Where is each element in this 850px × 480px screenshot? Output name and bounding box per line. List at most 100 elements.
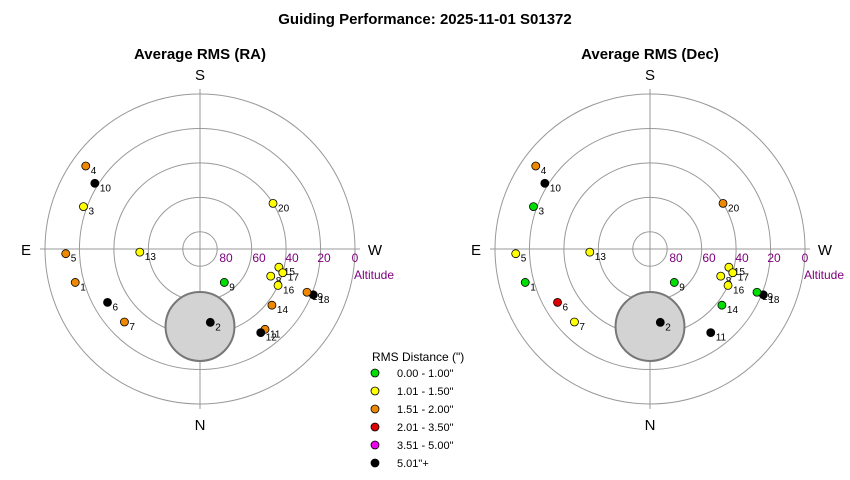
ra-altitude-label: Altitude [354, 268, 394, 282]
ra-data-points: 1234567891011121314151617181920 [61, 161, 330, 344]
dec-data-point [716, 271, 726, 281]
ra-point-label: 5 [71, 254, 77, 265]
legend-item: 2.01 - 3.50" [370, 422, 454, 434]
dec-data-point [655, 317, 665, 327]
dec-point-label: 18 [768, 295, 780, 306]
dec-altitude-tick-0: 0 [802, 251, 809, 265]
ra-plot-title: Average RMS (RA) [134, 46, 266, 63]
dec-point-label: 14 [727, 305, 739, 316]
ra-data-point [256, 328, 266, 337]
ra-point-label: 19 [312, 292, 324, 303]
ra-altitude-tick-60: 60 [252, 251, 266, 265]
legend-item: 5.01"+ [370, 458, 429, 470]
ra-direction-left: E [21, 242, 31, 259]
ra-point-label: 3 [88, 207, 94, 218]
legend: RMS Distance (") 0.00 - 1.00" 1.01 - 1.5… [370, 350, 464, 470]
ra-point-label: 10 [100, 183, 112, 194]
dec-altitude-tick-40: 40 [735, 251, 749, 265]
legend-swatch [370, 386, 380, 396]
ra-point-label: 17 [288, 273, 300, 284]
ra-data-point [79, 202, 88, 211]
ra-data-point [302, 287, 312, 297]
legend-label: 5.01"+ [397, 458, 429, 470]
dec-data-point [752, 287, 762, 297]
dec-altitude-label: Altitude [804, 268, 844, 282]
dec-data-point [553, 297, 562, 307]
dec-altitude-tick-20: 20 [767, 251, 781, 265]
ra-polar-plot: Average RMS (RA) S N E W 80 60 40 20 0 A… [21, 46, 394, 434]
ra-moon-circle [164, 291, 236, 362]
dec-point-label: 7 [579, 322, 585, 333]
dec-polar-plot: Average RMS (Dec) S N E W 80 60 40 20 0 … [471, 46, 844, 434]
legend-label: 1.01 - 1.50" [397, 386, 454, 398]
dec-data-point [529, 202, 538, 211]
dec-moon-circle [614, 291, 686, 362]
ra-point-label: 4 [91, 166, 97, 177]
legend-item: 3.51 - 5.00" [370, 440, 454, 452]
ra-point-label: 12 [266, 333, 278, 344]
dec-direction-left: E [471, 242, 481, 259]
dec-data-point [718, 198, 728, 208]
dec-point-label: 5 [521, 254, 527, 265]
dec-data-point [723, 280, 733, 290]
ra-point-label: 9 [229, 282, 235, 293]
ra-data-point [103, 297, 112, 307]
dec-point-label: 11 [716, 333, 727, 344]
legend-swatch [370, 440, 380, 450]
ra-data-point [61, 249, 71, 259]
ra-direction-bottom: N [195, 417, 206, 434]
ra-data-point [90, 178, 100, 188]
dec-point-label: 19 [762, 292, 774, 303]
ra-point-label: 18 [318, 295, 330, 306]
dec-data-point [717, 300, 727, 310]
dec-point-label: 20 [728, 203, 740, 214]
ra-point-label: 7 [129, 322, 135, 333]
ra-data-point [205, 317, 215, 327]
ra-data-point [266, 271, 276, 281]
dec-data-points: 12345678910111314151617181920 [511, 161, 780, 344]
legend-title: RMS Distance (") [372, 350, 464, 364]
dec-data-point [570, 317, 579, 327]
dec-point-label: 6 [563, 302, 569, 313]
ra-data-point [273, 280, 283, 290]
ra-altitude-tick-80: 80 [219, 251, 233, 265]
dec-direction-right: W [818, 242, 833, 259]
legend-swatch [370, 458, 380, 468]
ra-point-label: 6 [113, 302, 119, 313]
dec-point-label: 2 [665, 322, 671, 333]
ra-polar-grid [40, 89, 360, 409]
dec-data-point [706, 328, 716, 337]
ra-point-label: 14 [277, 305, 289, 316]
ra-data-point [120, 317, 129, 327]
legend-item: 0.00 - 1.00" [370, 368, 454, 380]
legend-swatch [370, 368, 380, 378]
ra-data-point [70, 278, 80, 287]
dec-point-label: 3 [538, 207, 544, 218]
ra-data-point [219, 278, 229, 287]
ra-altitude-tick-20: 20 [317, 251, 331, 265]
legend-swatch [370, 422, 380, 432]
dec-data-point [728, 268, 738, 278]
dec-data-point [585, 247, 595, 257]
figure-title: Guiding Performance: 2025-11-01 S01372 [278, 11, 571, 28]
ra-point-label: 20 [278, 203, 290, 214]
dec-altitude-tick-60: 60 [702, 251, 716, 265]
dec-point-label: 16 [733, 285, 745, 296]
legend-label: 2.01 - 3.50" [397, 422, 454, 434]
dec-point-label: 10 [550, 183, 562, 194]
dec-direction-top: S [645, 67, 655, 84]
dec-point-label: 4 [541, 166, 547, 177]
legend-item: 1.01 - 1.50" [370, 386, 454, 398]
ra-point-label: 15 [284, 267, 296, 278]
dec-point-label: 1 [530, 282, 536, 293]
dec-data-point [520, 278, 530, 287]
legend-label: 3.51 - 5.00" [397, 440, 454, 452]
ra-direction-top: S [195, 67, 205, 84]
dec-point-label: 9 [679, 282, 685, 293]
ra-point-label: 11 [270, 329, 281, 340]
dec-altitude-tick-80: 80 [669, 251, 683, 265]
ra-moon-disc [164, 291, 236, 362]
dec-point-label: 13 [595, 252, 607, 263]
legend-swatch [370, 404, 380, 414]
